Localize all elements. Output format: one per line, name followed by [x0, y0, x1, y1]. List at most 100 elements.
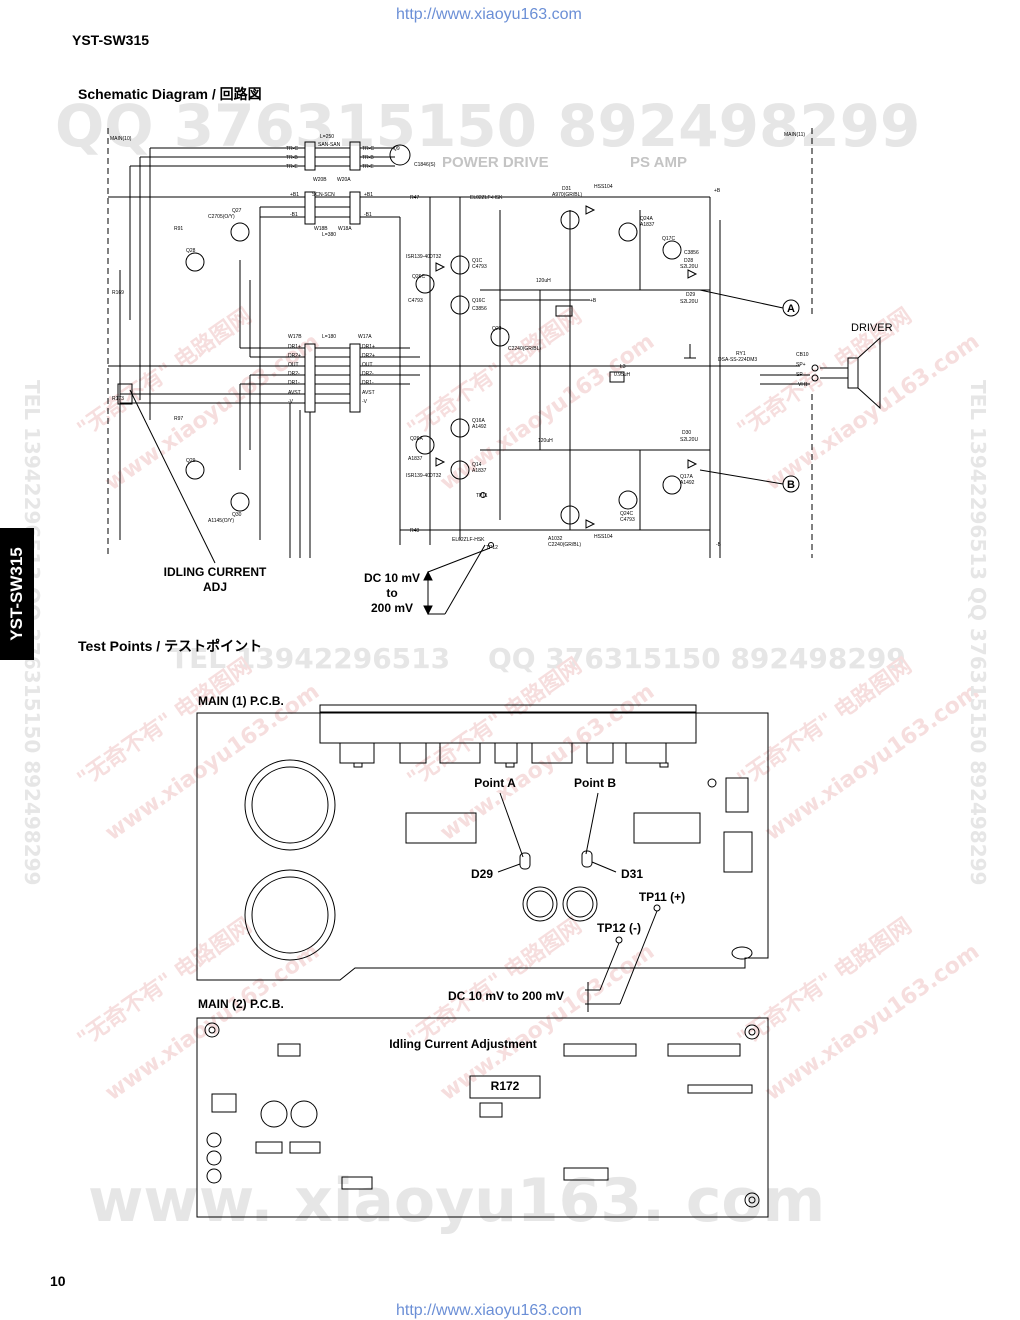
svg-text:HSS104: HSS104	[594, 184, 613, 190]
idling-line-1: IDLING CURRENT	[163, 565, 267, 579]
svg-text:Q30: Q30	[232, 512, 242, 518]
svg-text:C3856: C3856	[684, 250, 699, 256]
svg-text:C2240(GR/BL): C2240(GR/BL)	[548, 542, 581, 548]
svg-text:Q14: Q14	[472, 462, 482, 468]
dc-range-text: DC 10 mV to 200 mV	[448, 989, 565, 1003]
tp11-label: TP11 (+)	[638, 890, 686, 904]
svg-text:D31: D31	[562, 186, 571, 192]
svg-text:SAN-SAN: SAN-SAN	[318, 142, 341, 148]
schematic-title: Schematic Diagram / 回路図	[78, 86, 262, 102]
tp12-label: TP12 (-)	[596, 921, 641, 935]
svg-text:DR1+: DR1+	[362, 344, 375, 350]
svg-text:Q9: Q9	[393, 146, 400, 152]
model-title: YST-SW315	[72, 32, 150, 48]
svg-text:ISR139-400T32: ISR139-400T32	[406, 254, 442, 260]
svg-text:MAIN(11): MAIN(11)	[784, 132, 805, 138]
point-a-label: A	[787, 303, 795, 315]
svg-text:RY1: RY1	[736, 351, 746, 357]
side-tab: YST-SW315	[0, 528, 34, 660]
svg-text:Q24C: Q24C	[620, 511, 633, 517]
svg-text:DR2-: DR2-	[288, 371, 300, 377]
d29-label: D29	[470, 867, 493, 881]
svg-text:Q17C: Q17C	[662, 236, 675, 242]
svg-text:-B1: -B1	[290, 212, 298, 218]
page-number: 10	[50, 1273, 66, 1289]
svg-text:L=250: L=250	[320, 134, 334, 140]
dc-line-3: 200 mV	[370, 601, 414, 615]
svg-text:DR1-: DR1-	[362, 380, 374, 386]
svg-text:-V: -V	[362, 399, 368, 405]
svg-text:R48: R48	[410, 528, 419, 534]
test-points-title: Test Points / テストポイント	[78, 638, 263, 654]
svg-text:Q27: Q27	[232, 208, 242, 214]
svg-text:A1492: A1492	[680, 480, 695, 486]
svg-text:Q23: Q23	[492, 326, 502, 332]
svg-text:W20A: W20A	[337, 177, 351, 183]
svg-text:TR-E: TR-E	[362, 164, 374, 170]
url-bottom[interactable]: http://www.xiaoyu163.com	[396, 1302, 582, 1319]
watermark-qq-top: QQ 376315150 892498299	[55, 92, 921, 160]
pcb-diagram	[196, 704, 769, 1218]
svg-text:Q17A: Q17A	[680, 474, 693, 480]
svg-text:OUT: OUT	[362, 362, 373, 368]
svg-text:TR-C: TR-C	[362, 146, 374, 152]
svg-text:TP12: TP12	[486, 545, 498, 551]
svg-text:TR-E: TR-E	[286, 164, 298, 170]
svg-text:TR-C: TR-C	[286, 146, 298, 152]
d31-label: D31	[620, 867, 643, 881]
watermark-site-large: www. xiaoyu163. com	[88, 1166, 826, 1236]
svg-text:A970(GR/BL): A970(GR/BL)	[552, 192, 582, 198]
point-a-text: Point A	[474, 776, 516, 790]
svg-text:-B: -B	[716, 542, 722, 548]
svg-text:0.95uH: 0.95uH	[614, 372, 631, 378]
point-b-label: B	[787, 479, 795, 491]
svg-text:CB10: CB10	[796, 352, 809, 358]
svg-text:R91: R91	[174, 226, 183, 232]
svg-text:D30: D30	[682, 430, 691, 436]
svg-text:A1837: A1837	[408, 456, 423, 462]
svg-text:R169: R169	[112, 290, 124, 296]
svg-text:+B1: +B1	[364, 192, 373, 198]
block-power-drive: POWER DRIVE	[442, 154, 549, 171]
svg-text:EL02ZLF-HSK: EL02ZLF-HSK	[452, 537, 485, 543]
idling-adjustment-label: Idling Current Adjustment	[389, 1037, 537, 1051]
point-b-text: Point B	[574, 776, 616, 790]
svg-text:-B1: -B1	[364, 212, 372, 218]
svg-text:Q26C: Q26C	[412, 274, 425, 280]
watermark-qq-mid: QQ 376315150 892498299	[488, 642, 906, 675]
svg-text:AVST: AVST	[288, 390, 301, 396]
svg-text:+B1: +B1	[290, 192, 299, 198]
svg-text:VH1: VH1	[798, 382, 808, 388]
svg-text:C3856: C3856	[472, 306, 487, 312]
svg-text:AVST: AVST	[362, 390, 375, 396]
svg-text:DSA-SS-224DM3: DSA-SS-224DM3	[718, 357, 757, 363]
svg-text:C4793: C4793	[620, 517, 635, 523]
main1-pcb-title: MAIN (1) P.C.B.	[198, 694, 284, 708]
url-top[interactable]: http://www.xiaoyu163.com	[396, 6, 582, 23]
svg-text:C2705(O/Y): C2705(O/Y)	[208, 214, 235, 220]
svg-text:120uH: 120uH	[538, 438, 553, 444]
svg-text:S2L20U: S2L20U	[680, 264, 698, 270]
svg-text:Q28: Q28	[186, 248, 196, 254]
svg-text:TR-B: TR-B	[362, 155, 374, 161]
svg-text:-V: -V	[288, 399, 294, 405]
svg-text:W17A: W17A	[358, 334, 372, 340]
svg-text:ISR139-400T32: ISR139-400T32	[406, 473, 442, 479]
svg-text:DR2+: DR2+	[362, 353, 375, 359]
r172-label: R172	[490, 1079, 520, 1093]
svg-text:C4793: C4793	[408, 298, 423, 304]
main2-pcb-title: MAIN (2) P.C.B.	[198, 997, 284, 1011]
svg-text:TP11: TP11	[476, 493, 488, 499]
svg-text:R97: R97	[174, 416, 183, 422]
dc-line-1: DC 10 mV	[363, 571, 421, 585]
dc-range-label: DC 10 mV to 200 mV	[350, 571, 434, 616]
svg-text:A1837: A1837	[472, 468, 487, 474]
svg-text:L3: L3	[620, 364, 626, 370]
svg-text:W18A: W18A	[338, 226, 352, 232]
svg-text:SP+: SP+	[796, 362, 806, 368]
svg-text:R47: R47	[410, 195, 419, 201]
svg-text:L=180: L=180	[322, 334, 336, 340]
svg-text:+B: +B	[590, 298, 597, 304]
dc-line-2: to	[386, 586, 398, 600]
svg-text:SCN-SCN: SCN-SCN	[312, 192, 335, 198]
